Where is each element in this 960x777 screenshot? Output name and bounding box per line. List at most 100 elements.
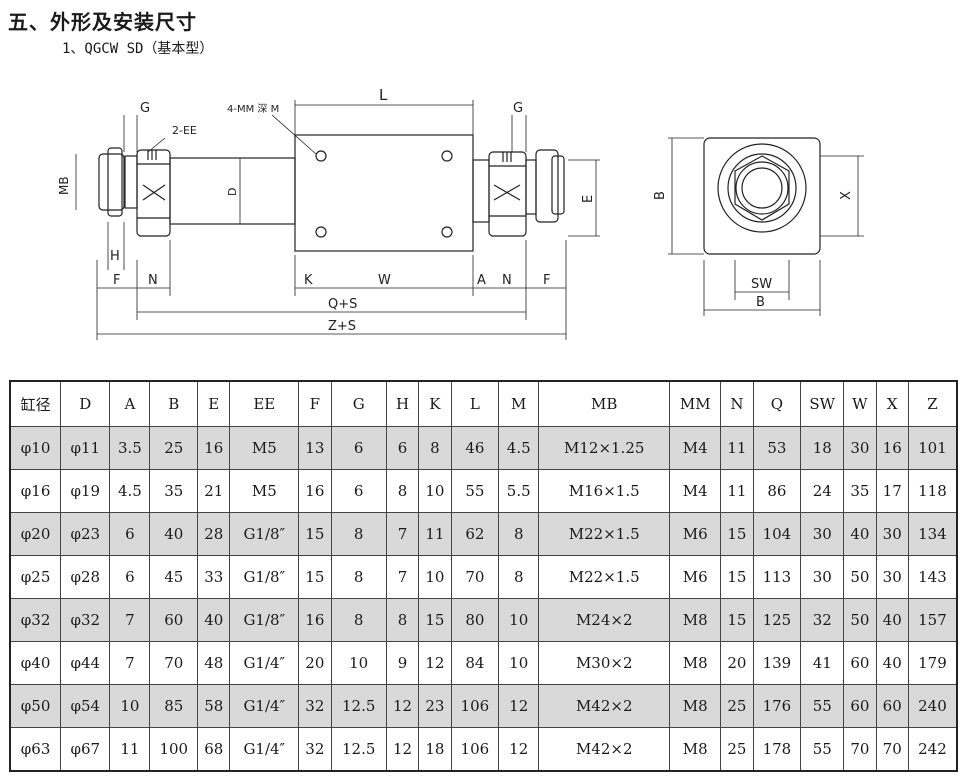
table-cell: 16 (298, 469, 332, 513)
table-cell: 134 (907, 512, 958, 556)
table-cell: 20 (298, 641, 332, 685)
table-cell: 8 (330, 598, 387, 642)
table-cell: 86 (752, 469, 802, 513)
table-cell: 139 (752, 641, 802, 685)
table-header-cell: Q (752, 380, 802, 427)
label-f-right: F (543, 273, 550, 288)
table-cell: 10 (109, 684, 151, 728)
table-cell: 55 (800, 727, 845, 772)
table-cell: 178 (752, 727, 802, 772)
table-cell: φ63 (9, 727, 62, 772)
right-end-cap (488, 151, 527, 237)
table-cell: 118 (907, 469, 958, 513)
table-header-cell: B (149, 380, 199, 427)
table-cell: 32 (298, 727, 332, 772)
page-title: 五、外形及安装尺寸 (8, 10, 197, 34)
table-cell: 40 (843, 512, 877, 556)
table-cell: φ50 (9, 684, 62, 728)
dimension-drawing: G 2-EE 4-MM 深 M L G MB D E H F N K W A N… (57, 86, 864, 340)
table-cell: 5.5 (498, 469, 540, 513)
table-cell: G1/8″ (229, 512, 300, 556)
table-header-cell: EE (229, 380, 300, 427)
table-cell: 55 (800, 684, 845, 728)
table-cell: φ67 (60, 727, 111, 772)
table-cell: φ11 (60, 426, 111, 470)
table-cell: 15 (720, 598, 754, 642)
table-header-cell: X (875, 380, 909, 427)
label-n-right: N (502, 273, 512, 288)
table-cell: G1/8″ (229, 598, 300, 642)
left-nut (98, 153, 125, 211)
table-cell: G1/8″ (229, 555, 300, 599)
table-cell: 3.5 (109, 426, 151, 470)
table-cell: 58 (197, 684, 231, 728)
table-cell: 143 (907, 555, 958, 599)
table-cell: 20 (720, 641, 754, 685)
table-cell: 7 (109, 641, 151, 685)
table-cell: φ10 (9, 426, 62, 470)
table-header-cell: 缸径 (9, 380, 62, 427)
table-cell: 60 (843, 641, 877, 685)
table-cell: 25 (149, 426, 199, 470)
table-cell: 18 (418, 727, 452, 772)
table-cell: M8 (669, 598, 722, 642)
table-header-cell: L (450, 380, 500, 427)
table-header-cell: E (197, 380, 231, 427)
table-header-cell: MM (669, 380, 722, 427)
label-e: E (581, 195, 596, 203)
table-cell: 25 (720, 727, 754, 772)
table-cell: 12 (418, 641, 452, 685)
table-header-cell: H (385, 380, 420, 427)
table-cell: 60 (149, 598, 199, 642)
table-cell: M4 (669, 426, 722, 470)
label-ee: 2-EE (172, 124, 197, 137)
table-cell: 12 (498, 727, 540, 772)
table-cell: 106 (450, 684, 500, 728)
table-cell: 40 (875, 598, 909, 642)
table-cell: M8 (669, 684, 722, 728)
table-cell: 48 (197, 641, 231, 685)
table-header-cell: D (60, 380, 111, 427)
table-cell: 104 (752, 512, 802, 556)
table-cell: 60 (875, 684, 909, 728)
table-header-cell: Z (907, 380, 958, 427)
table-cell: 23 (418, 684, 452, 728)
table-cell: G1/4″ (229, 727, 300, 772)
table-cell: 100 (149, 727, 199, 772)
table-cell: 17 (875, 469, 909, 513)
table-cell: 179 (907, 641, 958, 685)
table-cell: 8 (330, 512, 387, 556)
label-l: L (379, 86, 388, 104)
table-header-cell: N (720, 380, 754, 427)
table-cell: 10 (330, 641, 387, 685)
table-cell: 12 (385, 684, 420, 728)
table-cell: M30×2 (538, 641, 671, 685)
table-cell: 240 (907, 684, 958, 728)
table-cell: φ32 (9, 598, 62, 642)
table-cell: 12.5 (330, 727, 387, 772)
table-cell: 11 (109, 727, 151, 772)
table-cell: 9 (385, 641, 420, 685)
table-cell: φ54 (60, 684, 111, 728)
table-cell: 242 (907, 727, 958, 772)
label-g-left: G (140, 101, 150, 116)
label-q-s: Q+S (328, 297, 357, 312)
table-cell: 68 (197, 727, 231, 772)
table-cell: 30 (875, 555, 909, 599)
table-cell: 41 (800, 641, 845, 685)
table-cell: 106 (450, 727, 500, 772)
table-cell: 11 (720, 469, 754, 513)
table-cell: M4 (669, 469, 722, 513)
table-cell: 113 (752, 555, 802, 599)
table-header-cell: G (330, 380, 387, 427)
table-cell: 11 (720, 426, 754, 470)
table-cell: 25 (720, 684, 754, 728)
table-cell: 125 (752, 598, 802, 642)
table-cell: 24 (800, 469, 845, 513)
table-cell: 60 (843, 684, 877, 728)
